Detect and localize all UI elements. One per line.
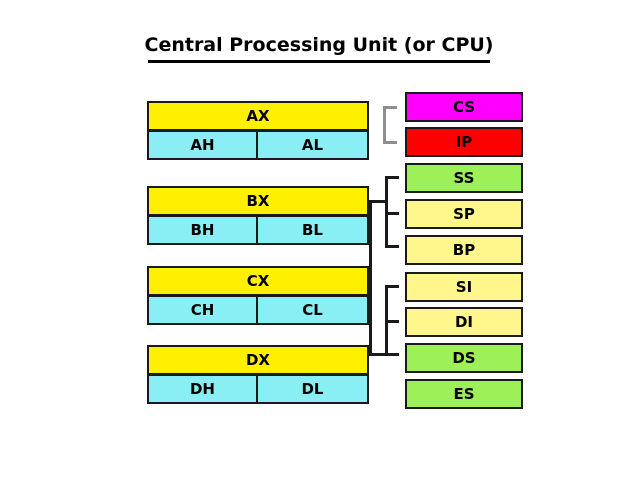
segment-register-es: ES <box>405 379 523 409</box>
bracket-outer-registers <box>369 200 385 356</box>
register-halves-bx: BH BL <box>147 215 369 245</box>
segment-register-ss: SS <box>405 163 523 193</box>
register-low-al: AL <box>301 136 324 154</box>
register-halves-dx: DH DL <box>147 374 369 404</box>
page-title: Central Processing Unit (or CPU) <box>144 34 494 56</box>
register-group-ax: AX AH AL <box>147 101 369 160</box>
register-full-bx: BX <box>147 186 369 216</box>
register-group-bx: BX BH BL <box>147 186 369 245</box>
segment-register-cs: CS <box>405 92 523 122</box>
register-high-dh: DH <box>149 376 258 402</box>
register-halves-ax: AH AL <box>147 130 369 160</box>
register-halves-cx: CH CL <box>147 295 369 325</box>
register-high-ah: AH <box>149 132 258 158</box>
register-low-dl: DL <box>301 380 324 398</box>
register-full-ax: AX <box>147 101 369 131</box>
bracket-tick-sp <box>385 212 399 215</box>
register-full-cx: CX <box>147 266 369 296</box>
register-high-ch: CH <box>149 297 258 323</box>
register-low-cl: CL <box>302 301 323 319</box>
segment-register-ds: DS <box>405 343 523 373</box>
segment-register-di: DI <box>405 307 523 337</box>
bracket-tick-di <box>385 320 399 323</box>
segment-register-sp: SP <box>405 199 523 229</box>
register-low-bl: BL <box>302 221 323 239</box>
segment-register-ip: IP <box>405 127 523 157</box>
register-high-bh: BH <box>149 217 258 243</box>
register-group-dx: DX DH DL <box>147 345 369 404</box>
register-full-dx: DX <box>147 345 369 375</box>
title-underline <box>148 60 490 63</box>
bracket-cs-ip <box>383 106 397 144</box>
register-group-cx: CX CH CL <box>147 266 369 325</box>
segment-register-bp: BP <box>405 235 523 265</box>
segment-register-si: SI <box>405 272 523 302</box>
